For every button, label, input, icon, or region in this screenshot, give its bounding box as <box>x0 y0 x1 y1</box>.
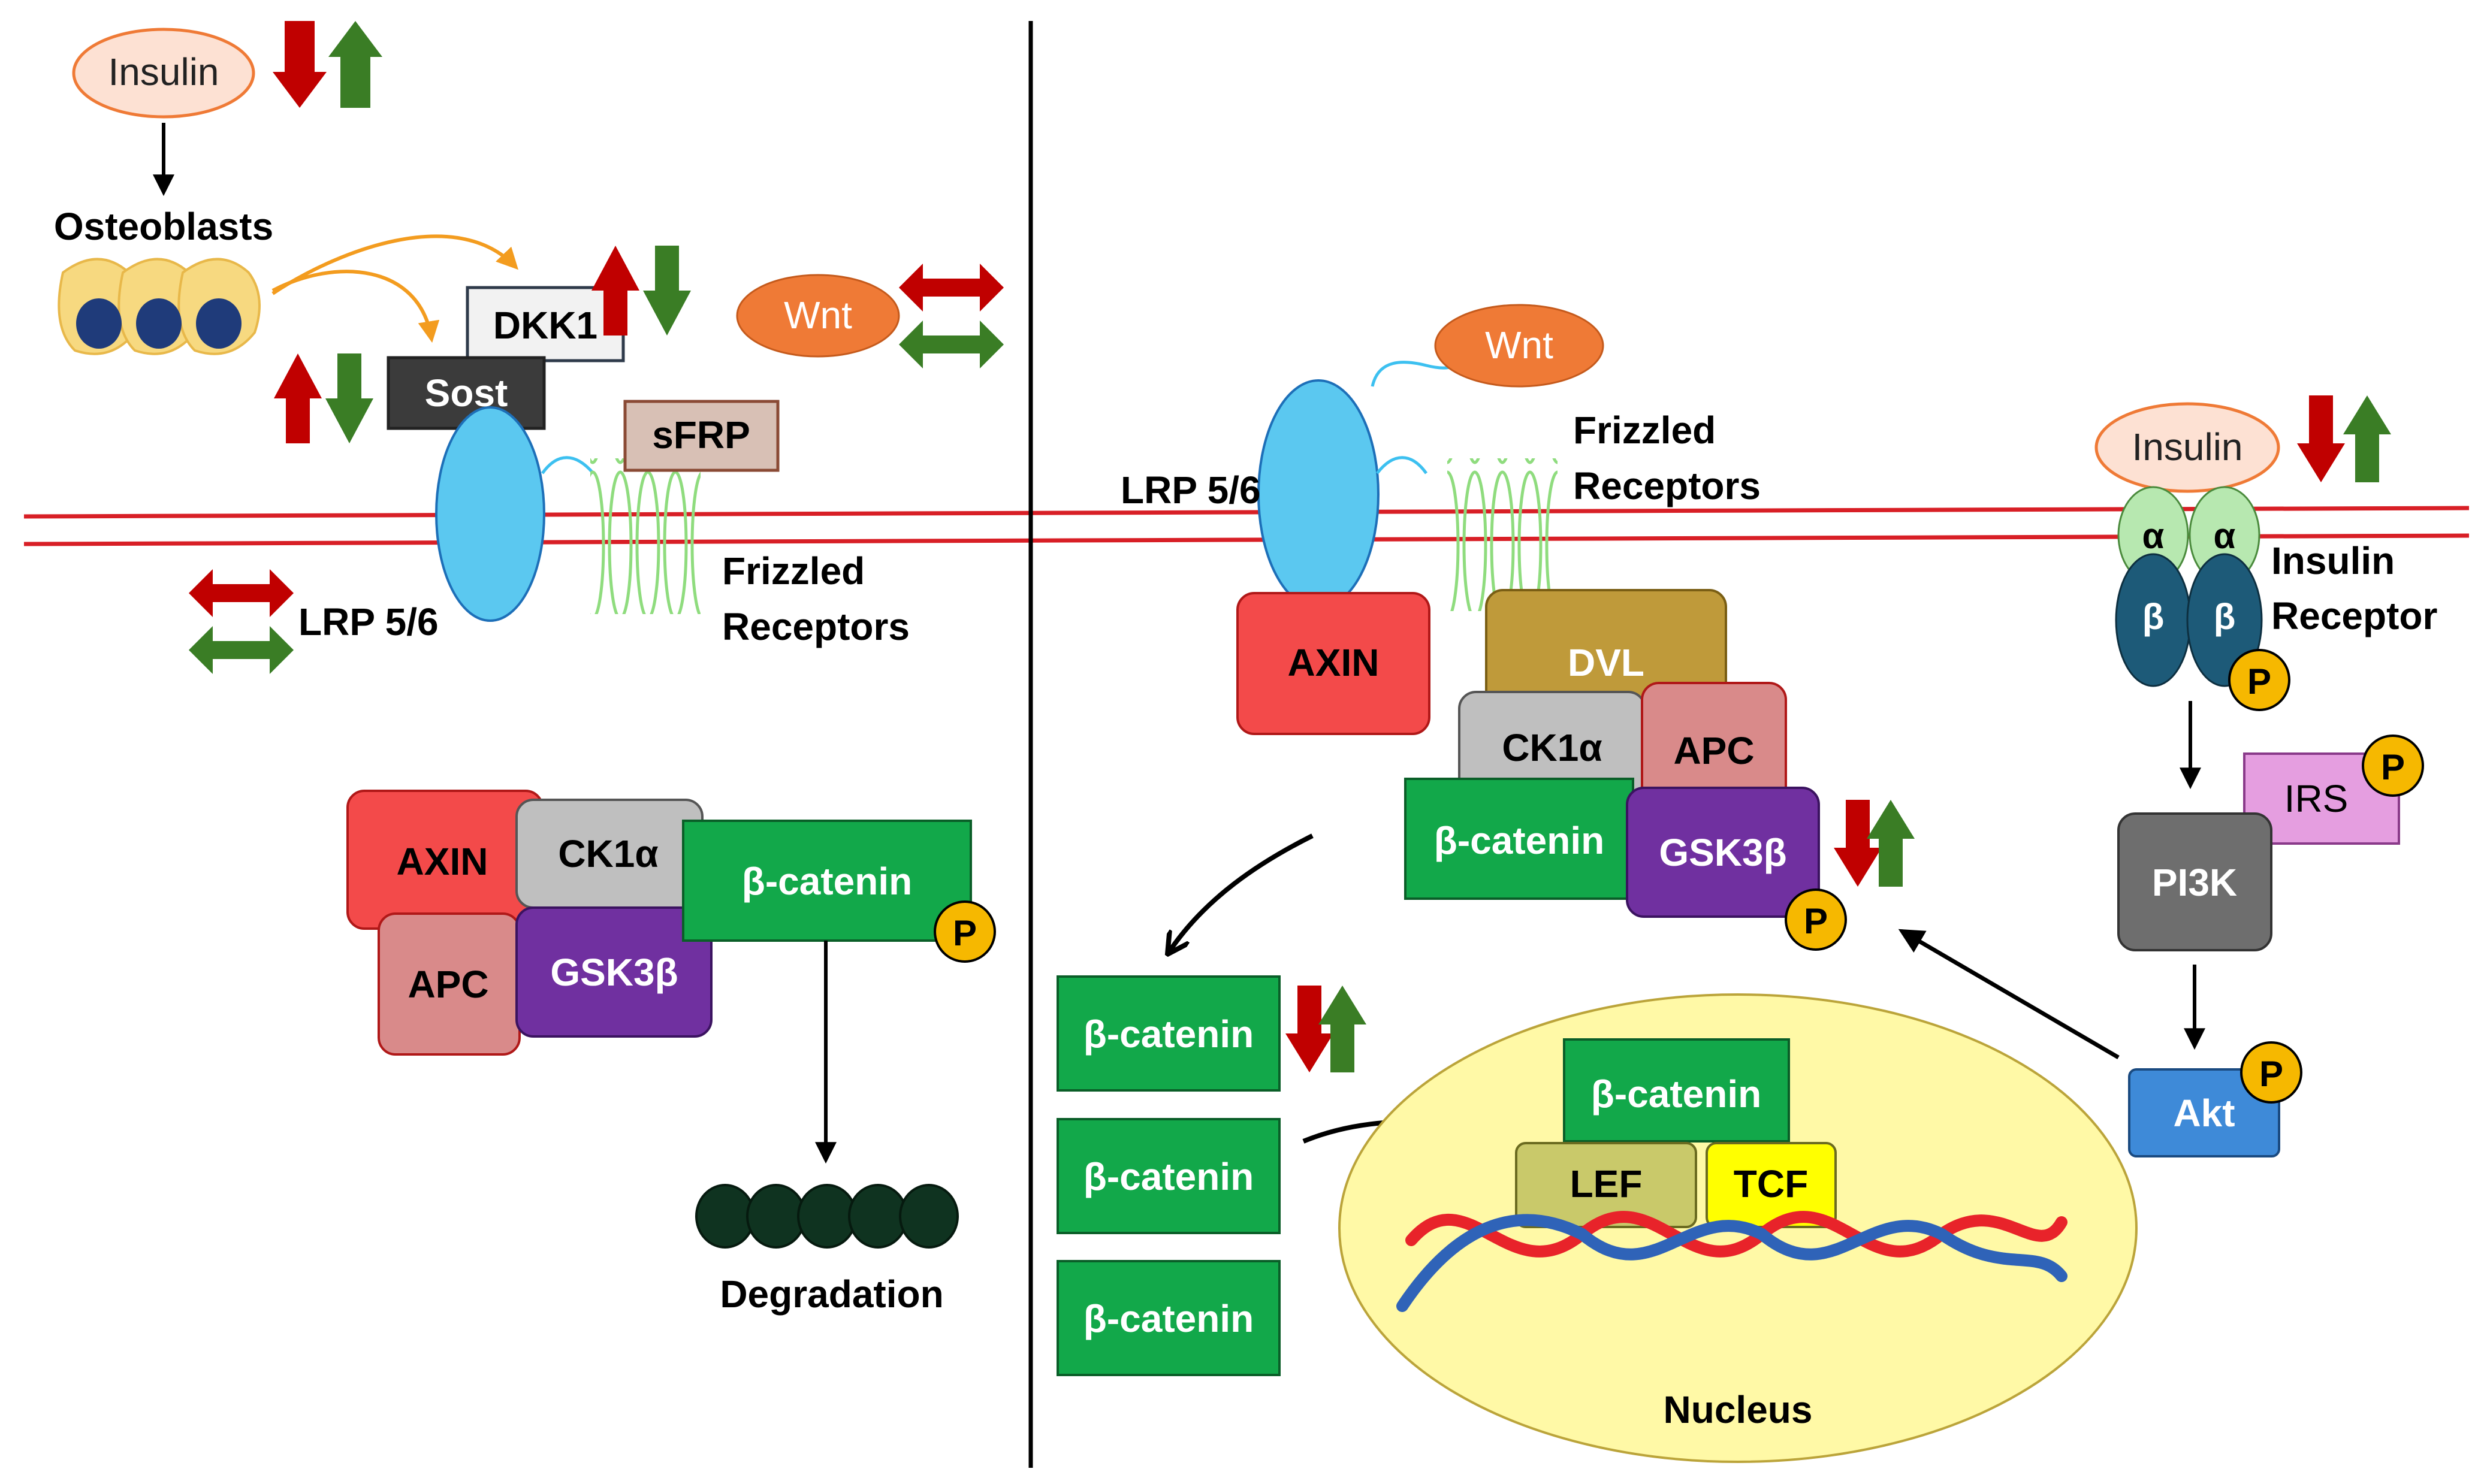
right-wnt: Wnt <box>1371 304 1604 388</box>
nuclear-beta-catenin-label: β-catenin <box>1591 1072 1761 1116</box>
irs-label: IRS <box>2284 777 2349 820</box>
right-gsk3b-label: GSK3β <box>1659 831 1786 874</box>
receptor-alpha-left-label: α <box>2142 516 2165 556</box>
free-beta-catenin-1-label: β-catenin <box>1083 1012 1254 1056</box>
free-beta-catenin-3-label: β-catenin <box>1083 1297 1254 1340</box>
sfrp-label: sFRP <box>652 413 750 457</box>
right-beta-catenin-box <box>1404 778 1634 900</box>
free-beta-catenin-3 <box>1057 1260 1281 1376</box>
free-beta-catenin-2 <box>1057 1118 1281 1234</box>
insulin-receptor-label-1: Insulin <box>2271 539 2395 582</box>
left-lrp-label: LRP 5/6 <box>298 600 439 643</box>
right-axin-box <box>1236 592 1430 735</box>
irs-phospho-badge <box>2362 735 2424 797</box>
sost-up-down-arrows <box>274 353 373 443</box>
phospho-label: P <box>953 913 977 953</box>
akt-box: Akt P <box>2128 1041 2302 1157</box>
osteoblast-cells <box>58 258 261 355</box>
beta-catenin-box <box>682 820 972 942</box>
osteoblast-secretion-arrows <box>271 234 518 343</box>
beta-catenin-release-arrow <box>1169 833 1314 953</box>
left-lrp <box>435 406 594 622</box>
insulin-receptor-label-2: Receptor <box>2271 594 2437 637</box>
receptor-phospho-label: P <box>2247 661 2271 702</box>
dvl-label: DVL <box>1568 641 1644 684</box>
nucleus: β-catenin LEF TCF Nucleus <box>1338 993 2138 1463</box>
left-frizzled-label-2: Receptors <box>722 605 910 648</box>
irs-phospho-label: P <box>2381 747 2405 787</box>
akt-phospho-label: P <box>2259 1054 2283 1094</box>
receptor-alpha-right-label: α <box>2214 516 2236 556</box>
right-insulin-label: Insulin <box>2132 425 2243 469</box>
right-insulin: Insulin <box>2094 402 2280 493</box>
apc-label: APC <box>408 963 488 1006</box>
free-beta-catenin-2-label: β-catenin <box>1083 1155 1254 1198</box>
sfrp-box: sFRP <box>623 400 780 472</box>
degradation-label: Degradation <box>720 1273 943 1316</box>
beta-catenin-down-up-arrows <box>1285 986 1366 1072</box>
lef-box <box>1515 1142 1697 1228</box>
right-insulin-down-up-arrows <box>2297 395 2391 482</box>
beta-catenin-label: β-catenin <box>742 860 912 903</box>
cell-membrane <box>23 506 2470 546</box>
free-beta-catenin-1 <box>1057 975 1281 1092</box>
phospho-badge <box>934 900 996 963</box>
lrp-bidirectional-arrows <box>189 569 294 674</box>
nucleus-label: Nucleus <box>1664 1388 1813 1431</box>
free-beta-catenin-stack: β-catenin β-catenin β-catenin <box>1057 975 1281 1376</box>
left-insulin: Insulin <box>72 28 255 119</box>
right-phospho-badge <box>1785 888 1847 951</box>
akt-phospho-badge <box>2240 1041 2302 1104</box>
irs-box: IRS P <box>2243 735 2424 845</box>
dkk1-label: DKK1 <box>493 304 597 347</box>
wnt-bidirectional-arrows <box>899 264 1004 368</box>
right-frizzled-receptor <box>1447 458 1558 611</box>
signalosome-complex: AXIN DVL CK1α APC β-catenin GSK3β P <box>1236 589 1847 951</box>
insulin-receptor: α α β β P <box>2115 486 2290 711</box>
pi3k-label: PI3K <box>2152 861 2237 904</box>
osteoblasts-label: Osteoblasts <box>54 205 273 248</box>
ck1a-label: CK1α <box>558 832 658 875</box>
axin-label: AXIN <box>397 840 488 883</box>
right-beta-catenin-label: β-catenin <box>1434 819 1604 862</box>
right-phospho-label: P <box>1804 901 1828 941</box>
left-frizzled-receptor <box>590 458 701 614</box>
receptor-beta-right <box>2186 553 2263 687</box>
left-wnt: Wnt <box>736 274 900 358</box>
gsk3b-label: GSK3β <box>550 951 678 994</box>
receptor-beta-right-label: β <box>2214 597 2236 637</box>
left-insulin-label: Insulin <box>108 50 219 93</box>
left-frizzled-label-1: Frizzled <box>722 549 865 593</box>
tcf-label: TCF <box>1734 1162 1808 1205</box>
right-ck1a-label: CK1α <box>1502 726 1602 769</box>
pi3k-box: PI3K <box>2117 812 2272 951</box>
left-insulin-down-up-arrows <box>273 21 382 108</box>
akt-label: Akt <box>2173 1092 2235 1135</box>
dna-strand-blue <box>1396 1214 2068 1312</box>
proteasome-beads <box>695 1184 959 1249</box>
receptor-beta-left-label: β <box>2142 597 2165 637</box>
lef-label: LEF <box>1570 1162 1643 1205</box>
right-apc-label: APC <box>1673 729 1754 772</box>
gsk3b-down-up-arrows <box>1834 800 1915 887</box>
nuclear-beta-catenin-box <box>1563 1038 1790 1143</box>
dkk1-box: DKK1 <box>466 286 625 362</box>
right-lrp <box>1257 379 1428 609</box>
receptor-phospho-badge <box>2228 649 2290 711</box>
right-axin-label: AXIN <box>1288 641 1380 684</box>
right-gsk3b-box <box>1626 787 1820 918</box>
gsk3b-box <box>515 906 713 1038</box>
right-frizzled-label-1: Frizzled <box>1573 409 1716 452</box>
left-wnt-label: Wnt <box>784 294 852 337</box>
dna-strand-red <box>1405 1211 2068 1258</box>
dkk1-up-down-arrows <box>591 246 691 336</box>
akt-to-gsk3b-arrow <box>1898 929 2120 1060</box>
destruction-complex: AXIN CK1α APC GSK3β β-catenin P <box>346 790 996 1056</box>
right-lrp-label: LRP 5/6 <box>1121 469 1261 512</box>
right-wnt-label: Wnt <box>1485 324 1553 367</box>
right-frizzled-label-2: Receptors <box>1573 464 1761 507</box>
